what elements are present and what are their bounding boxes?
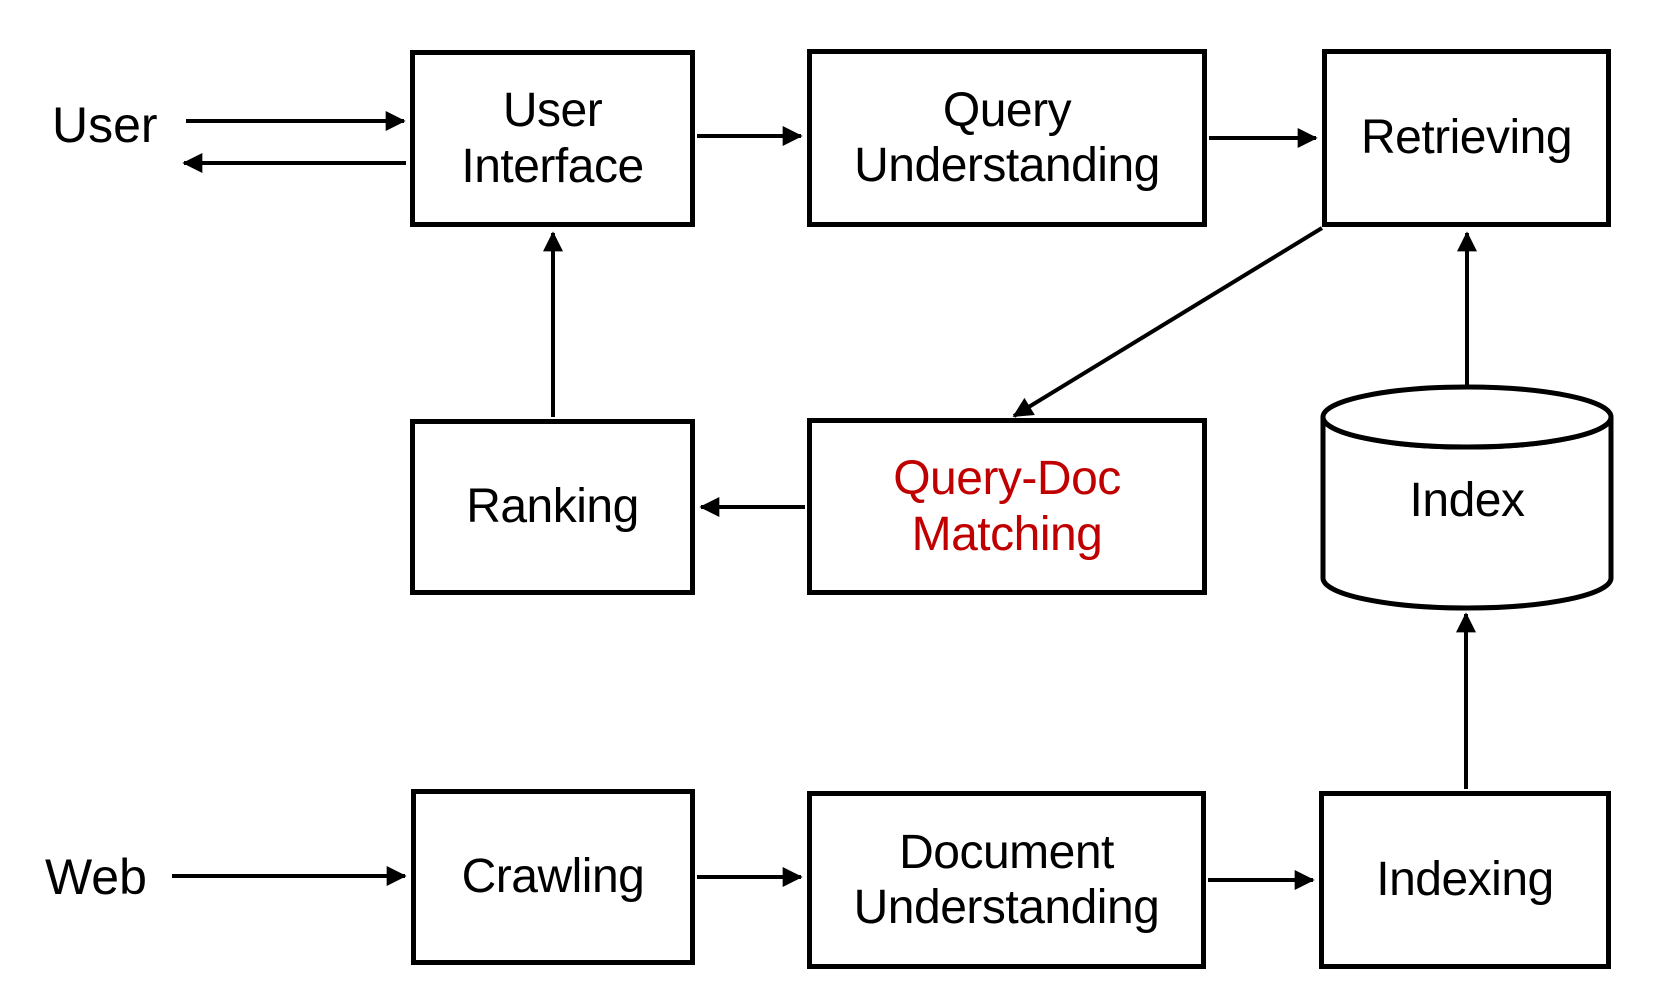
node-user-interface-label-line1: User <box>502 84 603 138</box>
node-document-understanding: Document Understanding <box>807 791 1206 969</box>
web-label: Web <box>45 849 147 905</box>
node-crawling: Crawling <box>411 789 695 965</box>
node-index-label: Index <box>1409 473 1525 527</box>
node-indexing: Indexing <box>1319 791 1611 969</box>
node-query-doc-matching: Query-Doc Matching <box>807 418 1207 595</box>
arrow-retrieving-to-query-doc-matching <box>1012 226 1324 418</box>
user-label: User <box>52 97 158 153</box>
node-query-doc-matching-label-line1: Query-Doc <box>893 452 1121 506</box>
node-user-interface: User Interface <box>410 50 695 227</box>
node-query-understanding-label-line1: Query <box>942 83 1072 137</box>
node-document-understanding-label-line2: Understanding <box>853 881 1160 934</box>
index-cylinder-icon <box>1320 384 1614 611</box>
node-retrieving-label: Retrieving <box>1360 111 1573 165</box>
node-retrieving: Retrieving <box>1322 49 1611 227</box>
node-document-understanding-label-line1: Document <box>899 825 1114 879</box>
node-index: Index <box>1323 417 1611 583</box>
node-ranking: Ranking <box>410 419 695 595</box>
node-indexing-label: Indexing <box>1376 853 1554 907</box>
node-query-doc-matching-label-line2: Matching <box>911 507 1103 561</box>
node-user-interface-label-line2: Interface <box>461 139 644 193</box>
node-query-understanding-label-line2: Understanding <box>854 139 1160 192</box>
node-query-understanding: Query Understanding <box>807 49 1207 227</box>
node-ranking-label: Ranking <box>466 480 639 534</box>
node-crawling-label: Crawling <box>461 850 645 904</box>
